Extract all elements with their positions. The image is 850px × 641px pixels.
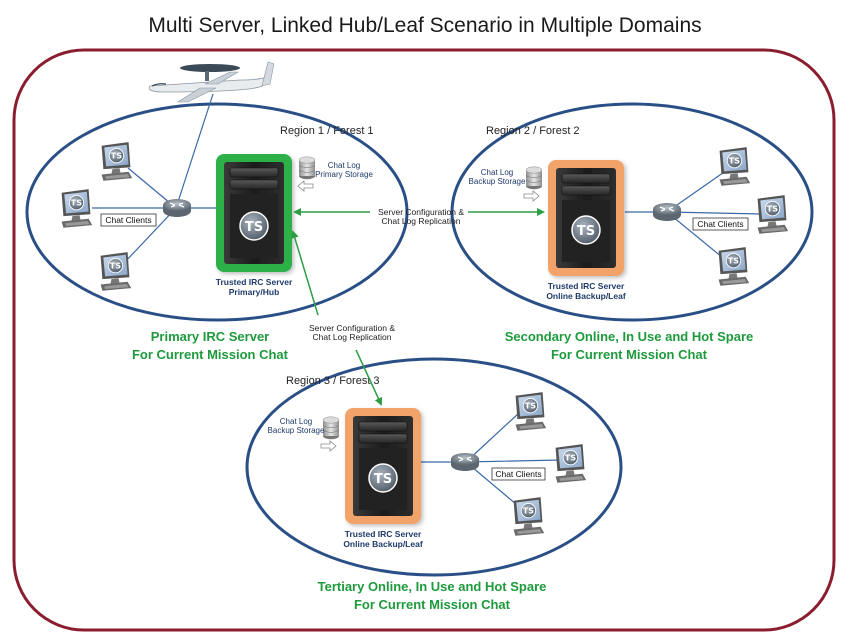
storage-arrow-icon [523, 190, 540, 202]
workstation-icon[interactable] [513, 496, 545, 537]
router-icon [450, 452, 480, 472]
server-2-storage-line2: Backup Storage [469, 177, 526, 186]
server-2-storage-line1: Chat Log [481, 168, 513, 177]
storage-arrow-icon [297, 180, 314, 192]
region-1-network [92, 93, 220, 263]
server-1-storage-line1: Chat Log [328, 161, 360, 170]
replication-2-line1: Server Configuration & [309, 323, 395, 333]
server-icon[interactable]: TS [216, 154, 292, 272]
caption-1-line1: Primary IRC Server [151, 329, 270, 344]
replication-1-line1: Server Configuration & [378, 207, 464, 217]
region-2-label: Region 2 / Forest 2 [486, 125, 580, 137]
ts-badge-text: TS [245, 220, 263, 235]
router-icon [162, 198, 192, 218]
workstation-icon[interactable] [100, 251, 132, 292]
chat-clients-box-2 [692, 217, 749, 231]
replication-arrow-south [355, 349, 383, 406]
chat-clients-box-3 [491, 467, 546, 481]
caption-2-line1: Secondary Online, In Use and Hot Spare [505, 329, 754, 344]
ts-badge-text: TS [577, 224, 595, 239]
replication-2-line2: Chat Log Replication [313, 332, 392, 342]
database-icon [298, 156, 316, 180]
server-3-line1: Trusted IRC Server [345, 529, 422, 539]
server-1-line2: Primary/Hub [229, 287, 280, 297]
chat-clients-label-3: Chat Clients [495, 469, 541, 479]
chat-clients-box-1 [100, 213, 157, 227]
workstation-icon[interactable] [757, 194, 789, 235]
caption-2-line2: For Current Mission Chat [551, 347, 708, 362]
server-1-storage-line2: Primary Storage [315, 170, 373, 179]
airplane-icon [148, 61, 275, 103]
outer-border [12, 48, 836, 632]
workstation-icon[interactable] [719, 146, 751, 187]
chat-clients-label-2: Chat Clients [697, 219, 743, 229]
server-3-storage-line2: Backup Storage [268, 426, 325, 435]
server-3-storage-line1: Chat Log [280, 417, 312, 426]
workstation-icon[interactable] [718, 246, 750, 287]
router-icon [652, 202, 682, 222]
region-3-label: Region 3 / Forest 3 [286, 375, 380, 387]
workstation-icon[interactable] [555, 443, 587, 484]
server-3-line2: Online Backup/Leaf [343, 539, 423, 549]
workstation-icon[interactable] [515, 391, 547, 432]
caption-3-line1: Tertiary Online, In Use and Hot Spare [318, 579, 547, 594]
database-icon [525, 166, 543, 190]
caption-1-line2: For Current Mission Chat [132, 347, 289, 362]
workstation-icon[interactable] [61, 188, 93, 229]
workstation-icon[interactable] [101, 141, 133, 182]
storage-arrow-icon [320, 440, 337, 452]
diagram-title: Multi Server, Linked Hub/Leaf Scenario i… [148, 14, 701, 37]
server-1-line1: Trusted IRC Server [216, 277, 293, 287]
server-2-line1: Trusted IRC Server [548, 281, 625, 291]
replication-arrow-north [290, 230, 319, 316]
server-icon[interactable]: TS [345, 408, 421, 524]
region-1-label: Region 1 / Forest 1 [280, 125, 374, 137]
ts-badge-text: TS [374, 472, 392, 487]
database-icon [322, 416, 340, 440]
caption-3-line2: For Current Mission Chat [354, 597, 511, 612]
replication-1-line2: Chat Log Replication [382, 216, 461, 226]
server-2-line2: Online Backup/Leaf [546, 291, 626, 301]
server-icon[interactable]: TS [548, 160, 624, 276]
chat-clients-label-1: Chat Clients [105, 215, 151, 225]
